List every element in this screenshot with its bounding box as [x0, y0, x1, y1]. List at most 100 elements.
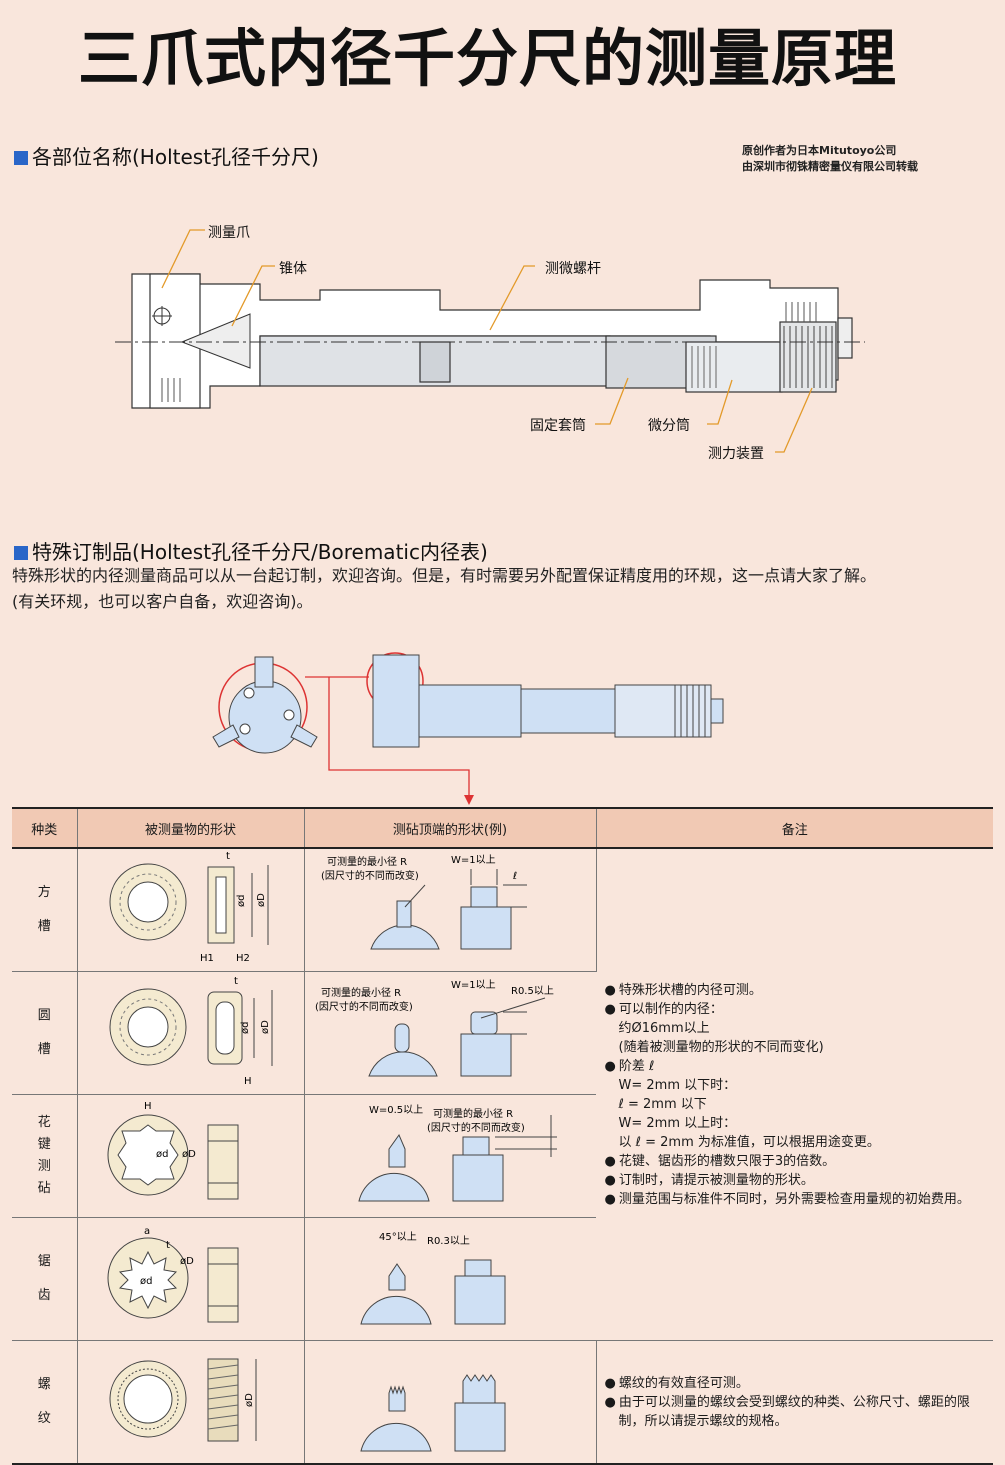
label-min-r-note: (因尺寸的不同而改变) — [315, 1000, 413, 1013]
section-title-text: 各部位名称(Holtest孔径千分尺) — [32, 145, 319, 169]
spline-shape-drawing: H ød øD — [107, 1101, 238, 1200]
kind-char: 纹 — [37, 1411, 51, 1426]
page-title: 三爪式内径千分尺的测量原理 — [77, 22, 897, 95]
label-od: ød — [236, 895, 247, 907]
anvil-cell: W=0.5以上 可测量的最小径 R (因尺寸的不同而改变) — [304, 1094, 596, 1218]
anvil-cell: 可测量的最小径 R (因尺寸的不同而改变) W=1以上 ℓ — [304, 848, 597, 972]
credit-line-1: 原创作者为日本Mitutoyo公司 — [742, 144, 897, 157]
note-item: 以 ℓ = 2mm 为标准值，可以根据用途变更。 — [618, 1134, 880, 1150]
kind-char: 花 — [37, 1115, 51, 1130]
shape-cell: ød øD t H — [77, 971, 305, 1095]
section-title-custom: 特殊订制品(Holtest孔径千分尺/Borematic内径表) — [14, 536, 488, 565]
label-min-r-note: (因尺寸的不同而改变) — [321, 869, 419, 882]
kind-char: 槽 — [37, 1042, 51, 1057]
intro-text: 特殊形状的内径测量商品可以从一台起订制，欢迎咨询。但是，有时需要另外配置保证精度… — [12, 563, 876, 615]
square-groove-anvil-drawing: 可测量的最小径 R (因尺寸的不同而改变) W=1以上 ℓ — [321, 854, 527, 950]
label-oD: øD — [244, 1393, 255, 1407]
note-item: 特殊形状槽的内径可测。 — [605, 981, 988, 1000]
intro-line-1: 特殊形状的内径测量商品可以从一台起订制，欢迎咨询。但是，有时需要另外配置保证精度… — [12, 566, 877, 585]
round-groove-anvil-drawing: 可测量的最小径 R (因尺寸的不同而改变) W=1以上 R0.5以上 — [315, 979, 553, 1077]
label-h: H — [244, 1076, 252, 1087]
label-h: H — [144, 1101, 152, 1112]
kind-cell: 锯 齿 — [12, 1217, 78, 1341]
label-od: ød — [240, 1022, 251, 1034]
label-a: a — [144, 1226, 150, 1237]
table-row: 螺 纹 øD — [12, 1340, 993, 1465]
label-h2: H2 — [236, 953, 250, 964]
square-groove-shape-drawing: ød øD t H1 H2 — [109, 851, 268, 964]
label-oD: øD — [182, 1149, 196, 1160]
note-item: 订制时，请提示被测量物的形状。 — [605, 1171, 988, 1190]
kind-char: 圆 — [37, 1008, 51, 1023]
anvil-cell: 可测量的最小径 R (因尺寸的不同而改变) W=1以上 R0.5以上 — [304, 971, 596, 1095]
label-thimble: 微分筒 — [648, 418, 690, 434]
col-header-anvil: 测砧顶端的形状(例) — [304, 807, 597, 849]
kind-cell: 螺 纹 — [12, 1340, 78, 1465]
label-t: t — [166, 1240, 170, 1251]
label-min-r: 可测量的最小径 R — [433, 1107, 513, 1120]
label-spindle: 测微螺杆 — [545, 261, 601, 277]
label-od: ød — [140, 1276, 152, 1287]
table-row: 方 槽 ød øD t H1 H2 — [12, 848, 993, 1341]
label-cone: 锥体 — [279, 261, 307, 277]
col-header-shape: 被测量物的形状 — [77, 807, 305, 849]
intro-line-2: (有关环规，也可以客户自备，欢迎咨询)。 — [12, 592, 313, 611]
label-ratchet: 测力装置 — [708, 446, 764, 462]
custom-spec-table: 种类 被测量物的形状 测砧顶端的形状(例) 备注 方 槽 ø — [12, 807, 993, 1465]
note-item: W= 2mm 以下时： — [618, 1077, 737, 1093]
label-45deg: 45°以上 — [379, 1231, 417, 1243]
round-groove-shape-drawing: ød øD t H — [109, 976, 272, 1087]
table-row: 锯 齿 a t ød øD 45°以上 R0.3 — [12, 1217, 993, 1341]
shape-cell: a t ød øD — [77, 1217, 305, 1341]
col-header-kind: 种类 — [12, 807, 78, 849]
label-l: ℓ — [513, 871, 517, 882]
label-h1: H1 — [200, 953, 214, 964]
note-item: 花键、锯齿形的槽数只限于3的倍数。 — [605, 1152, 988, 1171]
table-row: 圆 槽 ød øD t H — [12, 971, 993, 1095]
label-t: t — [226, 851, 230, 862]
kind-cell: 圆 槽 — [12, 971, 78, 1095]
label-w1: W=1以上 — [451, 854, 496, 866]
label-min-r-note: (因尺寸的不同而改变) — [427, 1121, 525, 1134]
serration-anvil-drawing: 45°以上 R0.3以上 — [359, 1231, 505, 1325]
credit-line-2: 由深圳市彻铢精密量仪有限公司转载 — [742, 160, 918, 173]
shape-cell: ød øD t H1 H2 — [77, 848, 305, 972]
note-item: 可以制作的内径： — [605, 1000, 988, 1019]
shape-cell: H ød øD — [77, 1094, 305, 1218]
label-r03: R0.3以上 — [427, 1235, 470, 1247]
table-header-row: 种类 被测量物的形状 测砧顶端的形状(例) 备注 — [12, 807, 993, 849]
note-item: 由于可以测量的螺纹会受到螺纹的种类、公称尺寸、螺距的限 — [605, 1393, 988, 1412]
label-t: t — [234, 976, 238, 987]
kind-char: 测 — [37, 1159, 51, 1174]
label-oD: øD — [260, 1020, 271, 1034]
label-oD: øD — [256, 893, 267, 907]
note-item: 制，所以请提示螺纹的规格。 — [618, 1413, 788, 1429]
bullet-square-icon — [14, 151, 28, 165]
label-min-r: 可测量的最小径 R — [327, 855, 407, 868]
kind-char: 方 — [37, 885, 51, 900]
section-title-text: 特殊订制品(Holtest孔径千分尺/Borematic内径表) — [32, 540, 488, 564]
col-header-notes: 备注 — [596, 807, 993, 849]
label-min-r: 可测量的最小径 R — [321, 986, 401, 999]
note-item: (随着被测量物的形状的不同而变化) — [618, 1039, 824, 1055]
label-jaw: 测量爪 — [208, 225, 250, 241]
kind-char: 键 — [37, 1137, 51, 1152]
kind-char: 锯 — [37, 1254, 51, 1269]
custom-product-illustration — [212, 652, 724, 805]
notes-cell-special: 特殊形状槽的内径可测。 可以制作的内径： 约Ø16mm以上 (随着被测量物的形状… — [596, 848, 993, 1341]
kind-cell: 花 键 测 砧 — [12, 1094, 78, 1218]
anvil-cell: 45°以上 R0.3以上 — [304, 1217, 596, 1341]
kind-char: 齿 — [37, 1288, 51, 1303]
serration-shape-drawing: a t ød øD — [107, 1226, 238, 1323]
table-row: 花 键 测 砧 H ød øD W=0.5以上 可测量 — [12, 1094, 993, 1218]
note-item: 阶差 ℓ — [605, 1057, 988, 1076]
note-item: 测量范围与标准件不同时，另外需要检查用量规的初始费用。 — [605, 1190, 988, 1209]
shape-cell: øD — [77, 1340, 305, 1465]
note-item: ℓ = 2mm 以下 — [618, 1096, 707, 1112]
credit-note: 原创作者为日本Mitutoyo公司 由深圳市彻铢精密量仪有限公司转载 — [742, 143, 918, 175]
holtest-micrometer-drawing — [115, 229, 865, 453]
kind-cell: 方 槽 — [12, 848, 78, 972]
kind-char: 砧 — [37, 1181, 51, 1196]
kind-char: 槽 — [37, 919, 51, 934]
label-w1: W=1以上 — [451, 979, 496, 991]
